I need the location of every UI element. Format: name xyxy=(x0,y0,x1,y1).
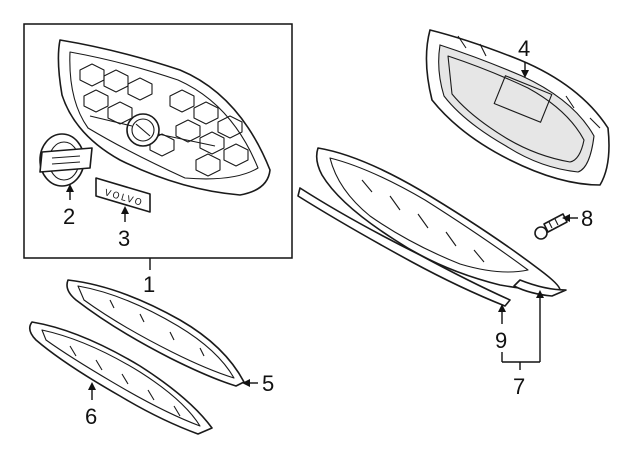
callout-8: 8 xyxy=(581,206,593,231)
grille-assembly-detail-box xyxy=(23,23,293,259)
callout-2: 2 xyxy=(63,204,75,229)
callout-6: 6 xyxy=(85,404,97,429)
grille-housing xyxy=(425,29,610,186)
screw xyxy=(534,213,568,240)
callout-7: 7 xyxy=(513,374,525,399)
callout-leaders xyxy=(66,62,578,400)
lower-grille-left xyxy=(28,321,213,435)
emblem xyxy=(39,133,93,187)
callout-3: 3 xyxy=(118,226,130,251)
callout-4: 4 xyxy=(518,36,530,61)
callout-5: 5 xyxy=(262,371,274,396)
grille-assembly xyxy=(57,39,271,196)
trim-frame xyxy=(66,279,245,387)
callout-1: 1 xyxy=(143,272,155,297)
callout-9: 9 xyxy=(495,328,507,353)
volvo-badge: VOLVO xyxy=(95,177,151,213)
lower-trim-strip xyxy=(297,187,567,307)
